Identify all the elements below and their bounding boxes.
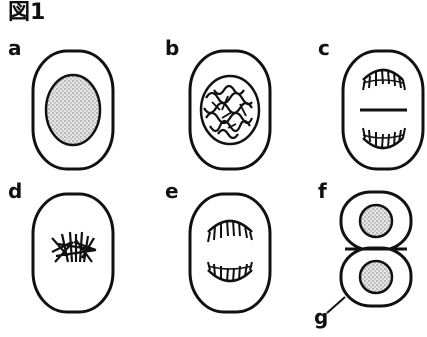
cell-a — [33, 51, 113, 169]
cell-b — [190, 51, 270, 169]
pointer-line-g — [327, 297, 345, 313]
cell-e — [190, 194, 270, 312]
cell-f — [341, 192, 411, 306]
cell-d — [33, 194, 113, 312]
cell-c — [343, 51, 423, 169]
